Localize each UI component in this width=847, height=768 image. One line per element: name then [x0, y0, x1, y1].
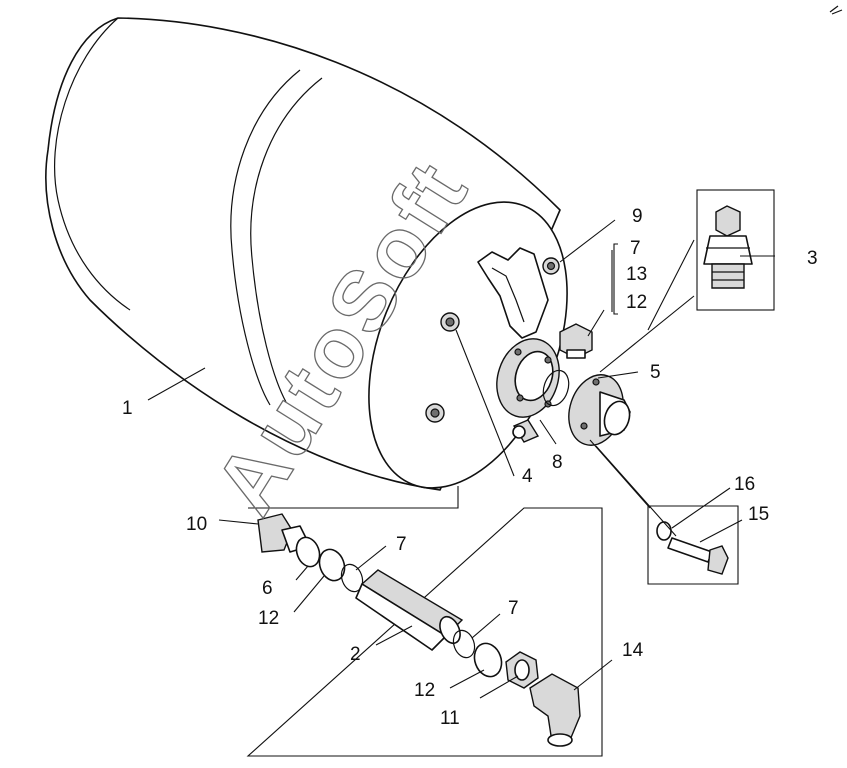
inset-frame-15-16 [647, 505, 739, 585]
valve-flange-5 [568, 374, 631, 446]
mounting-bracket [477, 247, 549, 339]
bracket-clip-inner [491, 267, 525, 323]
callout-16: 16 [734, 474, 755, 495]
callouts: 1 2 3 4 5 6 7 7 7 8 9 10 11 12 12 12 13 … [122, 206, 818, 729]
tank-band-inner [250, 77, 323, 403]
callout-7-top: 7 [630, 238, 641, 259]
hex-coupling-2 [355, 569, 464, 651]
lower-assembly-frame [246, 486, 603, 757]
callout-4: 4 [522, 466, 533, 487]
callout-12-top: 12 [626, 292, 647, 313]
callout-10: 10 [186, 514, 207, 535]
nut-11 [505, 651, 539, 689]
small-nipple-fitting [512, 419, 540, 443]
washer-12-left [318, 548, 346, 582]
tank-drain-plug-lower-core [430, 408, 440, 418]
plug-12-tank [559, 323, 593, 359]
tank-fittings [425, 257, 560, 423]
callout-11: 11 [440, 708, 460, 729]
callout-7-left: 7 [396, 534, 407, 555]
callout-2: 2 [350, 644, 361, 665]
callout-13: 13 [626, 264, 647, 285]
tank-band-outer [230, 69, 301, 406]
callout-9: 9 [632, 206, 643, 227]
group-bracket-7-13-12 [613, 243, 618, 315]
inset-frame-3 [696, 189, 775, 311]
drain-valve-3 [696, 189, 775, 311]
callout-12-left: 12 [258, 608, 279, 629]
callout-7-right: 7 [508, 598, 519, 619]
tank-port-fitting-core [546, 261, 556, 271]
callout-3: 3 [807, 248, 818, 269]
tank-drain-plug-upper-core [445, 317, 455, 327]
callout-15: 15 [748, 504, 769, 525]
callout-8: 8 [552, 452, 563, 473]
tank-seam-left [54, 17, 131, 311]
corner-mark [829, 5, 843, 15]
elbow-fitting-14 [529, 673, 581, 747]
o-ring-8 [542, 369, 570, 407]
leader-lines [147, 219, 775, 699]
washer-12-right [473, 642, 503, 678]
bolt-15 [667, 537, 729, 575]
washer-16 [656, 521, 672, 541]
washer-6 [295, 536, 321, 568]
callout-6: 6 [262, 578, 273, 599]
callout-14: 14 [622, 640, 644, 661]
callout-1: 1 [122, 398, 133, 419]
callout-12-right: 12 [414, 680, 435, 701]
o-ring-7-right [452, 629, 476, 659]
o-ring-7-left [340, 563, 364, 593]
callout-5: 5 [650, 362, 661, 383]
